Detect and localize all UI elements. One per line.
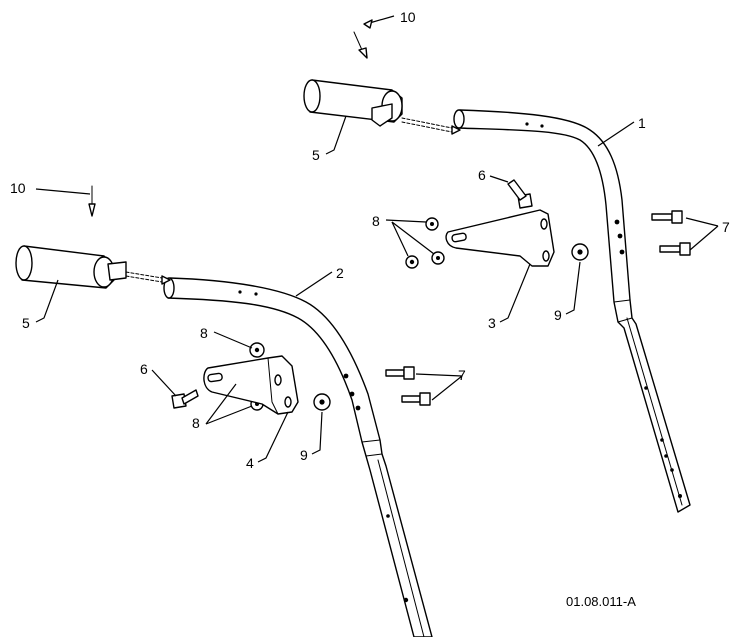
nut-upper-part-8 bbox=[405, 217, 445, 269]
callout-part-5-lower: 5 bbox=[22, 315, 30, 331]
callout-labels: 10 1 5 6 10 8 7 2 3 9 5 8 6 7 8 9 4 01.0… bbox=[10, 9, 730, 609]
bolt-upper-part-6 bbox=[507, 179, 533, 209]
callout-part-1: 1 bbox=[638, 115, 646, 131]
callout-part-10-lower: 10 bbox=[10, 180, 26, 196]
callout-part-6-upper: 6 bbox=[478, 167, 486, 183]
callout-part-9-upper: 9 bbox=[554, 307, 562, 323]
pin-lower-part-10 bbox=[88, 185, 96, 217]
right-handle-part-1 bbox=[453, 109, 691, 513]
washer-lower-part-9 bbox=[313, 393, 331, 411]
grip-upper-part-5 bbox=[303, 79, 461, 135]
bracket-part-4 bbox=[203, 355, 299, 415]
callout-part-8-lower-bottom: 8 bbox=[192, 415, 200, 431]
left-handle-part-2 bbox=[163, 277, 433, 637]
callout-part-4: 4 bbox=[246, 455, 254, 471]
pin-upper-part-10 bbox=[353, 31, 368, 59]
grip-lower-part-5 bbox=[15, 245, 171, 289]
callout-part-2: 2 bbox=[336, 265, 344, 281]
callout-part-8-upper: 8 bbox=[372, 213, 380, 229]
callout-part-7-lower: 7 bbox=[458, 367, 466, 383]
callout-part-10-upper: 10 bbox=[400, 9, 416, 25]
washer-upper-part-9 bbox=[571, 243, 589, 261]
reference-code: 01.08.011-A bbox=[566, 594, 636, 609]
leader-lines bbox=[35, 15, 719, 463]
bolts-lower-part-7 bbox=[385, 366, 431, 406]
bolts-upper-part-7 bbox=[651, 210, 691, 256]
callout-part-9-lower: 9 bbox=[300, 447, 308, 463]
callout-part-6-lower: 6 bbox=[140, 361, 148, 377]
bolt-lower-part-6 bbox=[171, 389, 199, 409]
bracket-part-3 bbox=[445, 209, 555, 267]
callout-part-5-upper: 5 bbox=[312, 147, 320, 163]
callout-part-8-lower-top: 8 bbox=[200, 325, 208, 341]
callout-part-3: 3 bbox=[488, 315, 496, 331]
callout-part-7-upper: 7 bbox=[722, 219, 730, 235]
